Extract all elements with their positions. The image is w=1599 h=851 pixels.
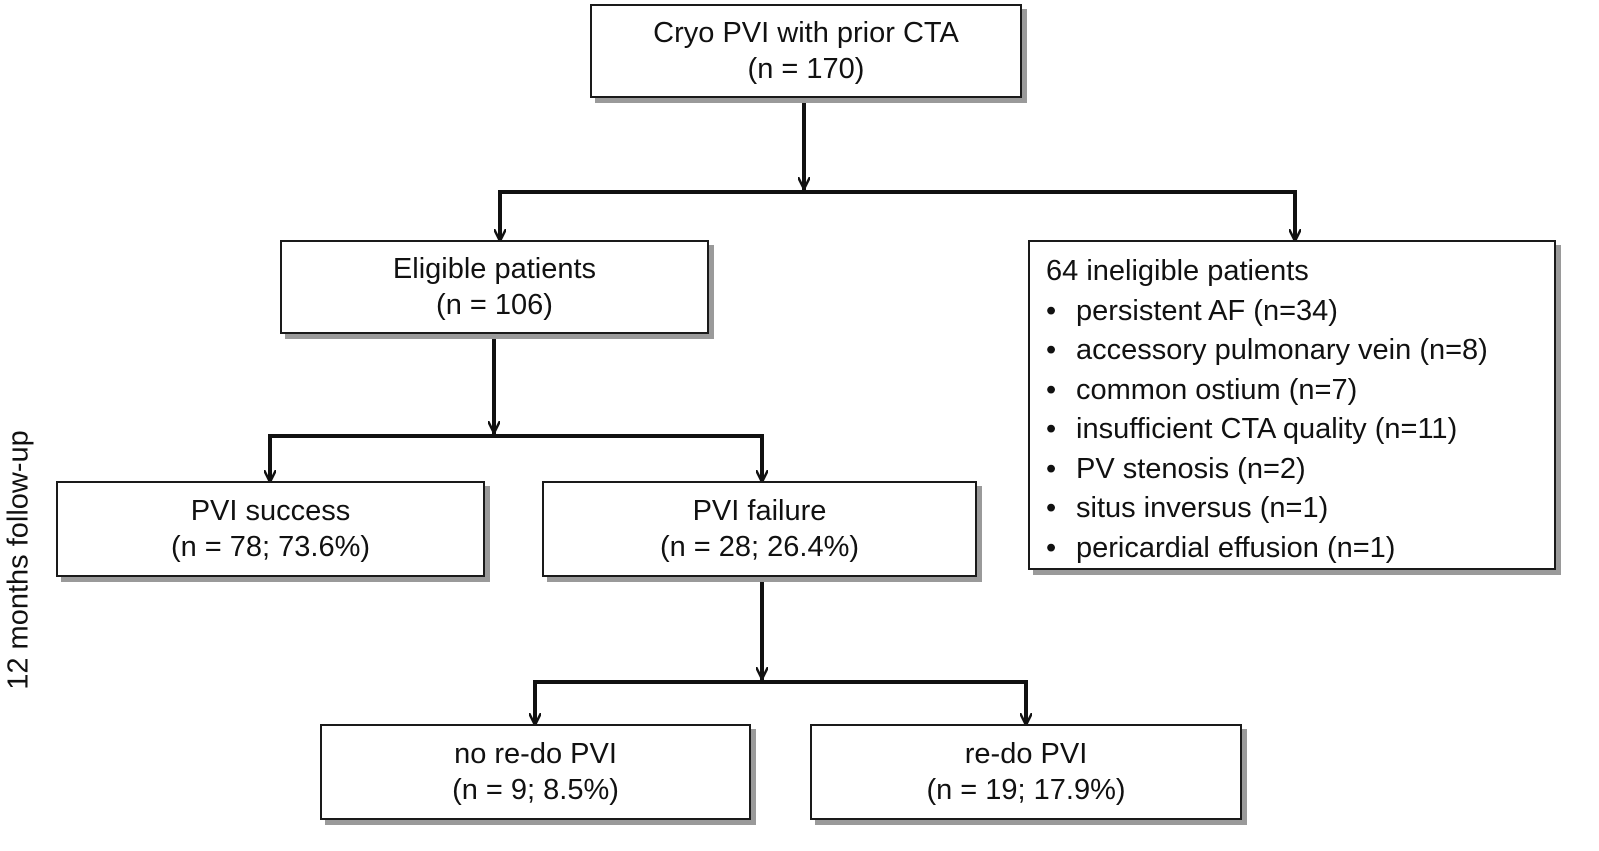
root-count: (n = 170)	[747, 53, 865, 85]
failure-count: (n = 28; 26.4%)	[659, 531, 860, 563]
eligible-title: Eligible patients	[392, 253, 597, 285]
failure-title: PVI failure	[692, 495, 827, 527]
eligible-count: (n = 106)	[436, 289, 553, 321]
follow-up-side-label: 12 months follow-up	[2, 430, 35, 690]
success-title: PVI success	[190, 495, 351, 527]
ineligible-title: 64 ineligible patients	[1046, 255, 1309, 287]
ineligible-reasons-list: persistent AF (n=34) accessory pulmonary…	[1046, 292, 1488, 569]
ineligible-reason: situs inversus (n=1)	[1046, 489, 1488, 529]
success-count: (n = 78; 73.6%)	[170, 531, 371, 563]
root-box: Cryo PVI with prior CTA (n = 170)	[590, 4, 1022, 98]
ineligible-reason: persistent AF (n=34)	[1046, 292, 1488, 332]
no-redo-title: no re-do PVI	[454, 738, 617, 770]
eligible-box: Eligible patients (n = 106)	[280, 240, 709, 334]
success-box: PVI success (n = 78; 73.6%)	[56, 481, 485, 577]
no-redo-box: no re-do PVI (n = 9; 8.5%)	[320, 724, 751, 820]
ineligible-reason: common ostium (n=7)	[1046, 371, 1488, 411]
ineligible-reason: pericardial effusion (n=1)	[1046, 529, 1488, 569]
redo-count: (n = 19; 17.9%)	[926, 774, 1126, 806]
ineligible-reason: insufficient CTA quality (n=11)	[1046, 410, 1488, 450]
ineligible-reason: PV stenosis (n=2)	[1046, 450, 1488, 490]
no-redo-count: (n = 9; 8.5%)	[452, 774, 619, 806]
redo-title: re-do PVI	[964, 738, 1088, 770]
ineligible-reason: accessory pulmonary vein (n=8)	[1046, 331, 1488, 371]
ineligible-box: 64 ineligible patients persistent AF (n=…	[1028, 240, 1556, 570]
failure-box: PVI failure (n = 28; 26.4%)	[542, 481, 977, 577]
redo-box: re-do PVI (n = 19; 17.9%)	[810, 724, 1242, 820]
root-title: Cryo PVI with prior CTA	[653, 17, 959, 49]
